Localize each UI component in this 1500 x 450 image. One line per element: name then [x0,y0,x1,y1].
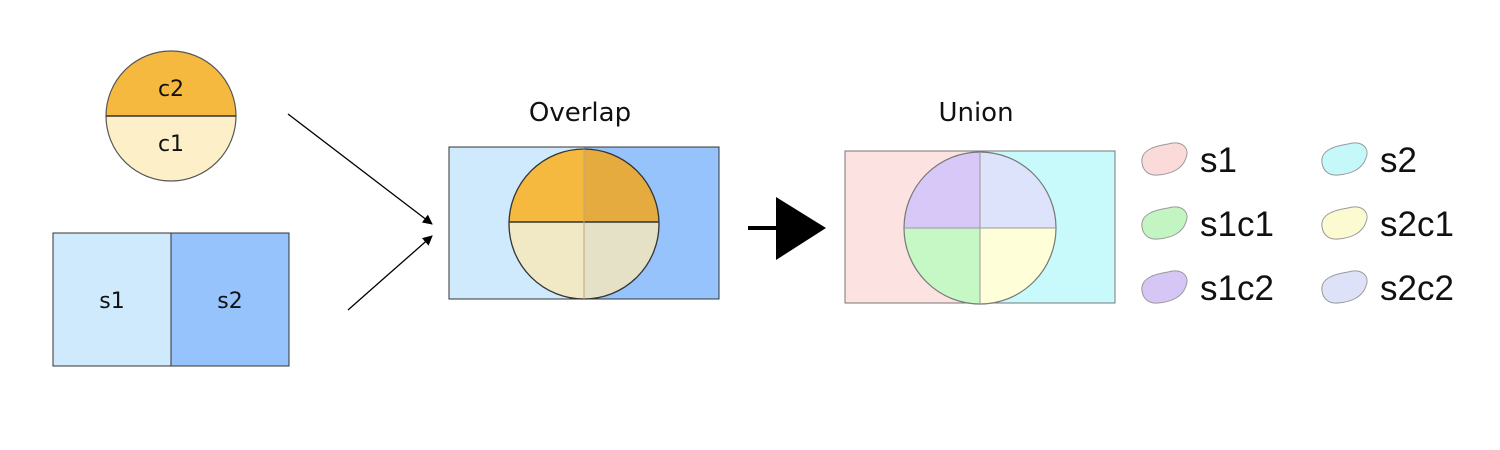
blob-swatch-s2 [1321,142,1368,176]
overlap-diagram [448,146,720,300]
legend-label-s2: s2 [1380,141,1417,180]
legend-label-s2c2: s2c2 [1380,269,1454,308]
overlap-title: Overlap [529,98,631,128]
legend-item-s2c1: s2c1 [1321,205,1454,244]
legend-label-s1c2: s1c2 [1200,269,1274,308]
legend-item-s1c2: s1c2 [1141,269,1274,308]
legend-item-s2: s2 [1321,141,1417,180]
label-s2: s2 [217,289,242,314]
legend-item-s1: s1 [1141,141,1237,180]
rect-s2 [170,232,290,367]
blob-swatch-s2c2 [1321,270,1368,304]
legend-label-s1c1: s1c1 [1200,205,1274,244]
legend-item-s1c1: s1c1 [1141,205,1274,244]
rect-s1 [52,232,172,367]
label-c2: c2 [158,77,184,102]
legend-item-s2c2: s2c2 [1321,269,1454,308]
blob-swatch-s2c1 [1321,206,1368,240]
legend-label-s2c1: s2c1 [1380,205,1454,244]
label-s1: s1 [99,289,124,314]
arrow-rect-to-overlap [347,235,433,311]
union-diagram [844,150,1116,305]
arrow-circle-to-overlap [287,113,433,225]
blob-swatch-s1c1 [1141,206,1188,240]
label-c1: c1 [158,132,184,157]
legend: s1 s2 s1c1 s2c1 s1c2 s2c2 [1141,141,1454,308]
input-circle: c2 c1 [105,50,237,182]
blob-swatch-s1c2 [1141,270,1188,304]
legend-label-s1: s1 [1200,141,1237,180]
arrow-overlap-to-union [748,197,826,260]
circle-c1-half [106,116,236,181]
circle-c2-half [106,51,236,116]
blob-swatch-s1 [1141,142,1188,176]
union-title: Union [938,98,1013,128]
input-rectangle: s1 s2 [52,232,290,367]
